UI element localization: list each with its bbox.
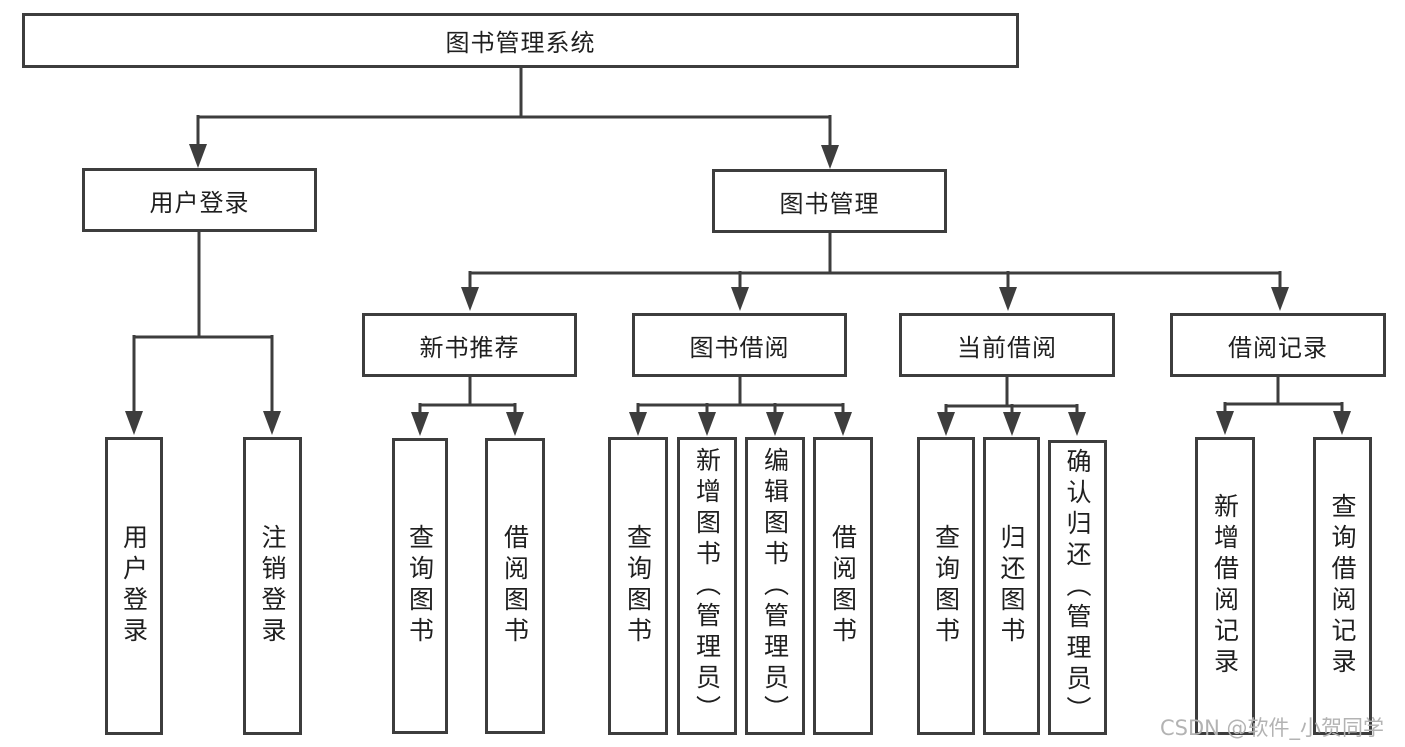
node-book-borrowing: 图书借阅 xyxy=(632,313,847,377)
leaf-add-book-admin: 新增图书（管理员） xyxy=(677,437,737,735)
arrowhead xyxy=(461,287,479,311)
leaf-borrow-books: 借阅图书 xyxy=(813,437,873,735)
arrowhead xyxy=(1271,287,1289,311)
leaf-query-borrow-record: 查询借阅记录 xyxy=(1313,437,1372,735)
leaf-edit-book-admin: 编辑图书（管理员） xyxy=(745,437,805,735)
leaf-confirm-return-admin: 确认归还（管理员） xyxy=(1048,440,1107,735)
leaf-query-books: 查询图书 xyxy=(392,438,448,734)
leaf-add-borrow-record: 新增借阅记录 xyxy=(1195,437,1255,735)
arrowhead xyxy=(834,412,852,436)
arrowhead xyxy=(1003,412,1021,436)
arrowhead xyxy=(506,412,524,436)
arrowhead xyxy=(821,145,839,169)
node-library-management-system: 图书管理系统 xyxy=(22,13,1019,68)
arrowhead xyxy=(189,144,207,168)
line xyxy=(468,233,1282,289)
leaf-query-books: 查询图书 xyxy=(608,437,668,735)
node-borrowing-records: 借阅记录 xyxy=(1170,313,1386,377)
line xyxy=(196,68,832,147)
leaf-borrow-books: 借阅图书 xyxy=(485,438,545,734)
leaf-return-books: 归还图书 xyxy=(983,437,1040,735)
connector-book-borrowing-to-leaves xyxy=(629,377,852,436)
leaf-query-books: 查询图书 xyxy=(917,437,975,735)
arrowhead xyxy=(937,412,955,436)
arrowhead xyxy=(766,412,784,436)
arrowhead xyxy=(731,287,749,311)
line xyxy=(418,377,517,414)
connector-current-borrowing-to-leaves xyxy=(937,377,1086,436)
connector-borrowing-records-to-leaves xyxy=(1216,377,1351,435)
arrowhead xyxy=(698,412,716,436)
line xyxy=(944,377,1079,414)
connector-user-login-to-leaves xyxy=(125,232,281,435)
connector-book-management-to-level3 xyxy=(461,233,1289,311)
watermark-text: CSDN @软件_小贺同学 xyxy=(1160,716,1385,740)
leaf-logout: 注销登录 xyxy=(243,437,302,735)
line xyxy=(1223,377,1344,412)
arrowhead xyxy=(263,411,281,435)
arrowhead xyxy=(411,412,429,436)
arrowhead xyxy=(1068,412,1086,436)
arrowhead xyxy=(629,412,647,436)
leaf-user-login: 用户登录 xyxy=(105,437,163,735)
node-user-login: 用户登录 xyxy=(82,168,317,232)
node-current-borrowing: 当前借阅 xyxy=(899,313,1115,377)
line xyxy=(636,377,845,414)
connector-new-book-recommendation-to-leaves xyxy=(411,377,524,436)
arrowhead xyxy=(1216,411,1234,435)
line xyxy=(132,232,274,413)
arrowhead xyxy=(1333,411,1351,435)
connector-root-to-level2 xyxy=(189,68,839,169)
node-new-book-recommendation: 新书推荐 xyxy=(362,313,577,377)
node-book-management: 图书管理 xyxy=(712,169,947,233)
arrowhead xyxy=(999,287,1017,311)
arrowhead xyxy=(125,411,143,435)
